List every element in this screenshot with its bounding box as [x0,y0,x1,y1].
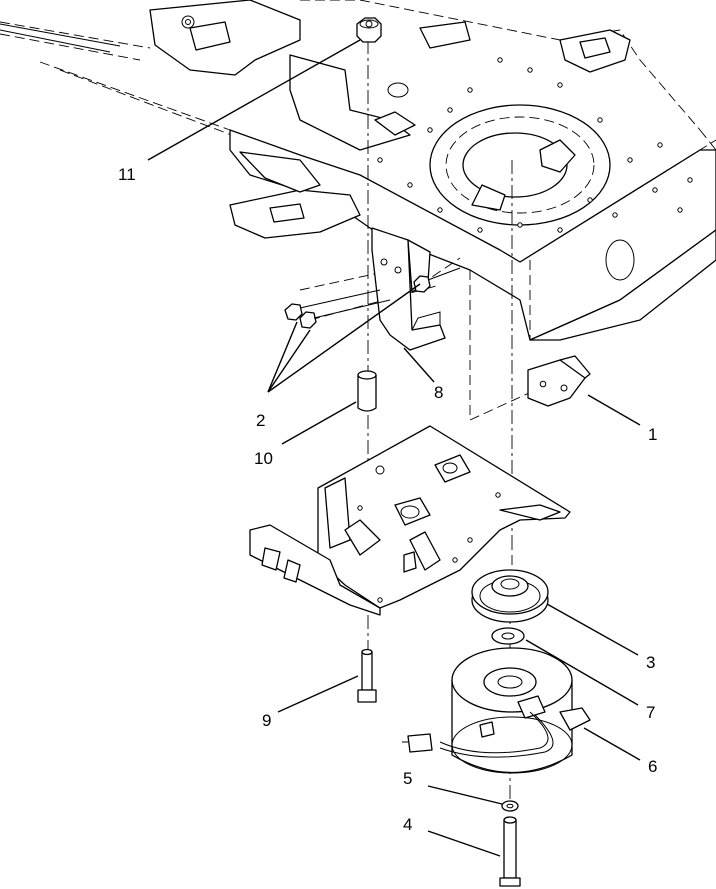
lockwasher-part-5 [501,800,519,812]
callout-11: 11 [118,165,136,184]
callout-5: 5 [403,769,412,788]
callout-labels: 11 2 8 10 1 3 7 6 9 5 4 [118,165,657,834]
callout-9: 9 [262,711,271,730]
callout-2: 2 [256,411,265,430]
washer-part-7 [491,627,525,645]
callout-7: 7 [646,703,655,722]
bracket-part-1 [527,355,591,407]
leader-lines [147,39,641,857]
spacer-part-10 [357,370,377,412]
deck-holes [377,57,693,233]
callout-3: 3 [646,653,655,672]
nut-part-11 [356,17,382,43]
upper-frame [0,0,716,341]
callout-4: 4 [403,815,412,834]
clutch-part-6 [402,647,591,774]
callout-10: 10 [254,449,273,468]
bolt-part-9 [357,648,377,703]
pulley-part-3 [471,569,549,623]
lower-mounting-plate [249,425,571,616]
bolts-part-2 [284,267,461,329]
callout-1: 1 [648,425,657,444]
callout-8: 8 [434,383,443,402]
callout-6: 6 [648,757,657,776]
bolt-part-4 [499,816,521,887]
